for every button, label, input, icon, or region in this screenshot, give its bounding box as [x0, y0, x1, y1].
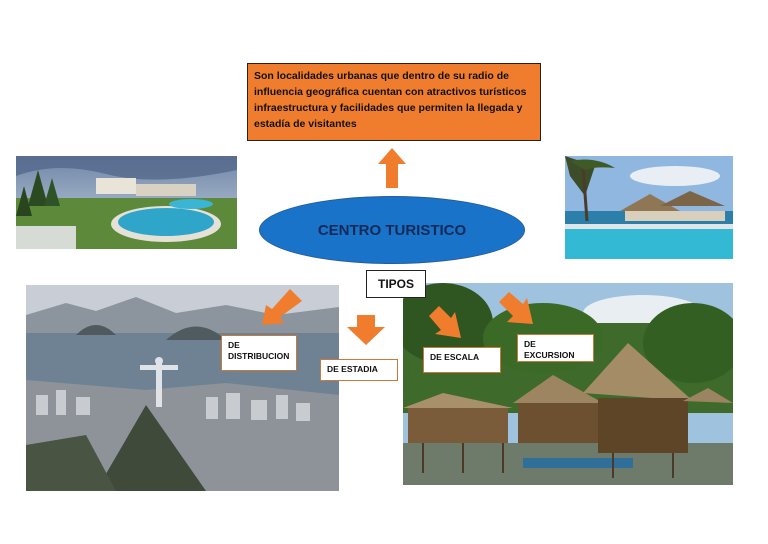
type-label-distribucion: DE DISTRIBUCION — [221, 335, 297, 371]
types-heading-box: TIPOS — [366, 270, 426, 298]
resort-pool-photo — [16, 156, 237, 249]
center-title: CENTRO TURISTICO — [318, 222, 466, 239]
types-title: TIPOS — [378, 277, 414, 291]
arrow-down-left-icon — [258, 289, 302, 327]
beach-resort-photo — [565, 156, 733, 259]
type-label-estadia: DE ESTADIA — [320, 359, 398, 381]
arrow-up-icon — [378, 148, 406, 188]
type-label-escala: DE ESCALA — [423, 347, 501, 373]
centro-turistico-ellipse: CENTRO TURISTICO — [259, 196, 525, 264]
arrow-down-right-icon — [499, 292, 535, 326]
arrow-down-right-icon — [429, 306, 463, 340]
arrow-down-icon — [347, 315, 385, 345]
definition-box: Son localidades urbanas que dentro de su… — [247, 63, 541, 141]
type-label-excursion: DE EXCURSION — [517, 334, 594, 362]
